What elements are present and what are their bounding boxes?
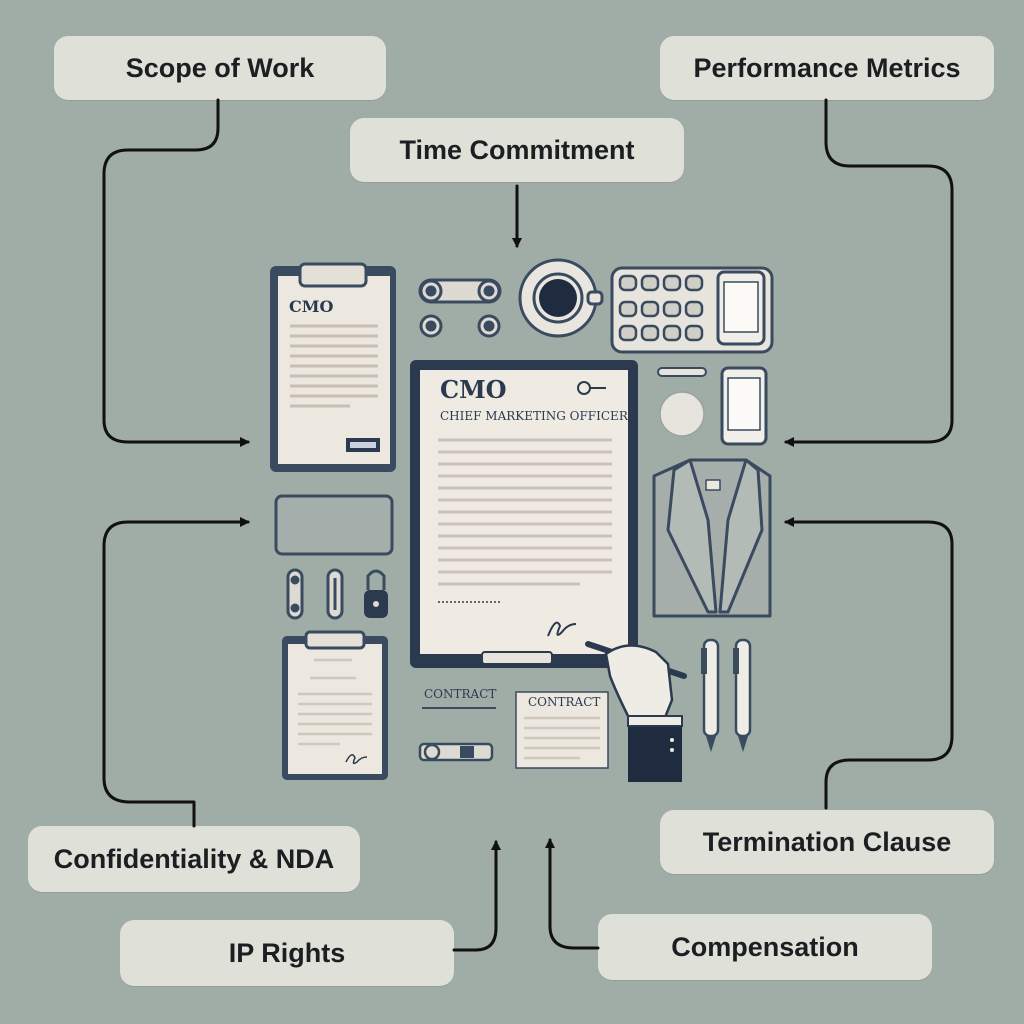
hand-with-pen-icon xyxy=(585,641,687,782)
keypad-device-icon xyxy=(610,266,774,354)
pens xyxy=(701,638,752,752)
coffee-cup-icon xyxy=(518,258,604,338)
connector-compensation xyxy=(545,838,600,950)
main-doc-title: CMO xyxy=(440,375,507,404)
label-time-commitment: Time Commitment xyxy=(350,118,684,182)
contract-label-card: CONTRACT xyxy=(528,695,600,709)
padlock-icon xyxy=(364,569,388,618)
paper-clips xyxy=(286,568,344,620)
suit-jacket-icon xyxy=(652,458,772,618)
connector-termination xyxy=(784,517,954,810)
clipboard-title: CMO xyxy=(289,297,333,316)
connector-confidentiality xyxy=(102,517,250,828)
label-confidentiality-nda: Confidentiality & NDA xyxy=(28,826,360,892)
label-termination-clause: Termination Clause xyxy=(660,810,994,874)
clipboard-top-left: CMO xyxy=(270,262,396,472)
clipboard-bottom-left xyxy=(282,630,388,780)
usb-stick-icon xyxy=(418,742,494,762)
main-contract-document: CMO CHIEF MARKETING OFFICER xyxy=(410,360,638,668)
contract-label-left: CONTRACT xyxy=(424,687,496,701)
card-holder xyxy=(274,494,394,556)
label-performance-metrics: Performance Metrics xyxy=(660,36,994,100)
connector-scope-of-work xyxy=(102,98,250,447)
label-ip-rights: IP Rights xyxy=(120,920,454,986)
label-compensation: Compensation xyxy=(598,914,932,980)
round-stone xyxy=(657,367,707,437)
smartphone-icon xyxy=(720,366,768,446)
connector-performance-metrics xyxy=(784,98,954,447)
label-scope-of-work: Scope of Work xyxy=(54,36,386,100)
connector-ip-rights xyxy=(452,840,501,952)
main-doc-subtitle: CHIEF MARKETING OFFICER xyxy=(440,409,629,423)
contract-card: CONTRACT xyxy=(515,691,609,769)
binder-clips xyxy=(418,278,502,338)
